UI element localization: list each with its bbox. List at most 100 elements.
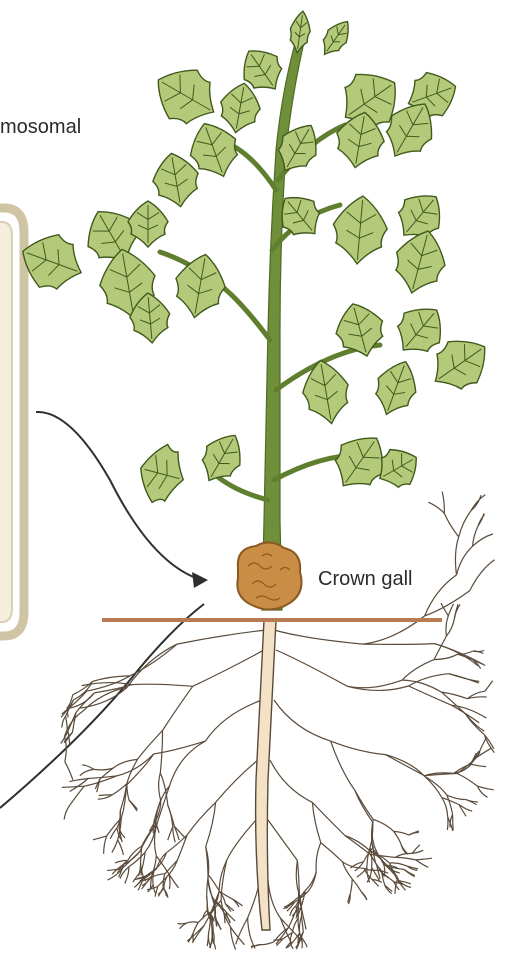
- root-branch: [173, 827, 175, 843]
- root-branch: [312, 802, 320, 842]
- root-branch: [163, 686, 193, 730]
- root-branch: [227, 820, 256, 861]
- root-branch: [118, 840, 124, 855]
- root-branch: [404, 869, 415, 875]
- root-branch: [121, 785, 126, 818]
- root-branch: [168, 827, 173, 841]
- root-branch: [174, 826, 186, 839]
- leaf: [216, 80, 264, 136]
- root-branch: [160, 731, 162, 774]
- root-branch: [168, 805, 175, 826]
- root-branch: [206, 847, 208, 880]
- root-branch: [299, 916, 301, 933]
- root-branch: [352, 879, 361, 892]
- root-branch: [484, 735, 494, 749]
- root-branch: [485, 681, 493, 692]
- root-branch: [177, 630, 266, 644]
- leaf: [133, 439, 191, 508]
- root-branch: [457, 774, 477, 787]
- root-branch: [80, 769, 94, 775]
- root-branch: [268, 820, 297, 861]
- root-branch: [82, 765, 94, 770]
- root-branch: [457, 546, 473, 575]
- root-branch: [470, 560, 495, 591]
- root-branch: [453, 815, 454, 831]
- root-branch: [248, 918, 256, 948]
- root-branch: [444, 513, 458, 537]
- crown-gall-tumor: [237, 542, 301, 609]
- root-branch: [167, 860, 177, 876]
- root-branch: [187, 922, 199, 923]
- root-branch: [350, 879, 352, 894]
- root-branch: [192, 926, 204, 943]
- root-branch: [466, 715, 484, 731]
- root-branch: [276, 650, 347, 686]
- root-branch: [170, 741, 206, 786]
- root-branch: [270, 760, 312, 802]
- root-branch: [425, 575, 457, 616]
- root-branch: [446, 619, 454, 637]
- root-branch: [207, 896, 208, 911]
- root-branch: [158, 888, 164, 894]
- root-branch: [62, 716, 66, 727]
- root-branch: [93, 836, 107, 840]
- root-branch: [274, 630, 363, 644]
- root-branch: [62, 786, 84, 787]
- root-branch: [292, 918, 298, 933]
- root-branch: [127, 784, 129, 801]
- root-branch: [193, 650, 264, 686]
- root-branch: [331, 741, 386, 755]
- root-branch: [205, 700, 262, 741]
- root-branch: [416, 860, 429, 867]
- leaf-group: [13, 10, 499, 509]
- root-branch: [347, 680, 402, 688]
- root-branch: [316, 843, 321, 873]
- root-branch: [132, 684, 193, 686]
- root-branch: [394, 831, 402, 845]
- left-panel-frame: [0, 208, 24, 636]
- root-branch: [70, 786, 84, 805]
- root-branch: [112, 840, 118, 853]
- main-stem: [262, 40, 304, 610]
- root-branch: [363, 644, 435, 645]
- root-branch: [268, 880, 280, 918]
- root-branch: [141, 864, 142, 876]
- root-branch: [454, 764, 471, 773]
- root-branch: [395, 853, 412, 857]
- root-branch: [442, 798, 448, 817]
- root-branch: [178, 923, 187, 924]
- root-branch: [361, 892, 367, 900]
- pointer-arrow: [36, 412, 208, 588]
- root-branch: [251, 945, 260, 949]
- root-branch: [138, 731, 163, 760]
- leaf: [287, 10, 313, 54]
- crown-gall-label: Crown gall: [318, 568, 412, 591]
- root-branch: [466, 800, 478, 803]
- root-branch: [355, 790, 373, 819]
- root-branch: [321, 843, 343, 862]
- root-branch: [459, 511, 471, 537]
- root-branch: [449, 674, 479, 683]
- root-branch: [434, 636, 446, 660]
- taproot: [256, 620, 276, 930]
- leaf: [388, 225, 453, 300]
- root-branch: [395, 857, 416, 860]
- root-branch: [187, 802, 216, 835]
- root-branch: [441, 692, 466, 715]
- root-branch: [153, 885, 156, 894]
- root-branch: [434, 654, 458, 659]
- root-branch: [64, 805, 70, 819]
- root-branch: [104, 836, 107, 854]
- root-branch: [447, 795, 453, 814]
- root-branch: [477, 786, 493, 790]
- root-branch: [409, 832, 419, 835]
- root-branch: [442, 492, 444, 514]
- root-branch: [126, 754, 154, 785]
- root-branch: [159, 773, 161, 800]
- root-branch: [471, 764, 486, 766]
- root-branch: [416, 858, 432, 860]
- leaf: [144, 56, 227, 136]
- root-branch: [65, 762, 73, 780]
